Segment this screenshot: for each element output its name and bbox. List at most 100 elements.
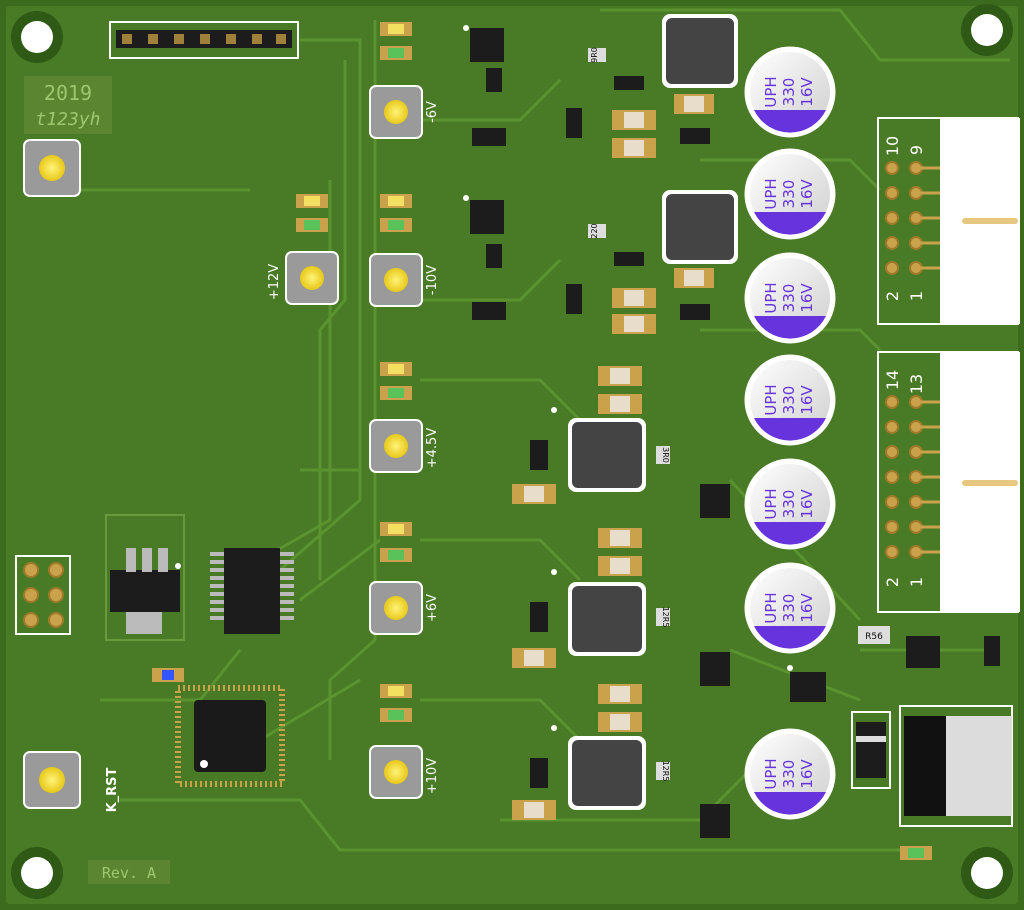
shunt-resistor: R56 — [858, 626, 890, 644]
led-green — [296, 218, 328, 232]
capacitor-voltage: 16V — [798, 593, 816, 623]
indicator-leds — [296, 22, 932, 860]
reset-label: K_RST — [105, 767, 120, 812]
capacitor-voltage: 16V — [798, 489, 816, 519]
led-green — [380, 708, 412, 722]
capacitor-voltage: 16V — [798, 759, 816, 789]
pin-label: 10 — [883, 136, 902, 156]
connector-14pin: 14 13 2 1 — [877, 351, 1020, 613]
pin-label: 1 — [907, 577, 926, 587]
revision-label: Rev. A — [102, 864, 156, 882]
capacitor-series: UPH — [762, 76, 780, 107]
pin-label: 1 — [907, 291, 926, 301]
led-green — [380, 218, 412, 232]
capacitor: UPH 330 16V — [744, 728, 836, 820]
led-yellow — [380, 684, 412, 698]
author-label: t123yh — [35, 109, 100, 130]
inductor: 12R5 — [568, 736, 670, 810]
year-label: 2019 — [44, 81, 92, 105]
capacitor-voltage: 16V — [798, 385, 816, 415]
board-label: 2019 t123yh — [24, 76, 112, 134]
tactile-switch[interactable] — [23, 139, 81, 197]
capacitor: UPH 330 16V — [744, 46, 836, 138]
revision-label-box: Rev. A — [88, 860, 170, 884]
microcontroller-qfp — [175, 685, 285, 787]
inductor-code: R56 — [865, 632, 883, 642]
capacitor-value: 330 — [780, 284, 798, 313]
capacitor: UPH 330 16V — [744, 458, 836, 550]
power-button-plus6v[interactable] — [369, 581, 423, 635]
mounting-hole — [961, 4, 1013, 56]
capacitor: UPH 330 16V — [744, 252, 836, 344]
button-label-minus10v: -10V — [425, 265, 440, 295]
inductor-code: 9R0 — [590, 47, 599, 63]
power-button-plus12v[interactable] — [285, 251, 339, 305]
capacitor-value: 330 — [780, 490, 798, 519]
button-label-minus6v: -6V — [425, 101, 440, 123]
pin-label: 2 — [883, 577, 902, 587]
pin-label: 14 — [883, 370, 902, 390]
capacitor: UPH 330 16V — [744, 148, 836, 240]
inductor-code: 12R5 — [661, 607, 670, 628]
capacitor-value: 330 — [780, 594, 798, 623]
power-button-plus4v5[interactable] — [369, 419, 423, 473]
button-label-plus6v: +6V — [425, 594, 440, 622]
capacitor: UPH 330 16V — [744, 354, 836, 446]
inductor: 220 — [588, 190, 738, 264]
capacitor-voltage: 16V — [798, 179, 816, 209]
smd-passives — [512, 94, 714, 820]
voltage-regulator — [105, 514, 185, 641]
mounting-hole — [11, 847, 63, 899]
power-button-minus10v[interactable] — [369, 253, 423, 307]
test-points — [175, 25, 793, 731]
power-connector — [899, 705, 1013, 827]
connector-10pin: 10 9 2 1 — [877, 117, 1020, 325]
diode — [851, 711, 891, 789]
capacitor-voltage: 16V — [798, 77, 816, 107]
isp-header — [15, 555, 71, 635]
mounting-holes — [11, 4, 1013, 899]
led-yellow — [380, 362, 412, 376]
capacitor-series: UPH — [762, 592, 780, 623]
inductor: 3R0 — [568, 418, 670, 492]
mounting-hole — [11, 11, 63, 63]
led-green — [900, 846, 932, 860]
soic-ic — [210, 548, 294, 634]
led-yellow — [380, 194, 412, 208]
capacitor-series: UPH — [762, 488, 780, 519]
copper-traces — [60, 8, 1010, 852]
power-button-plus10v[interactable] — [369, 745, 423, 799]
capacitor-voltage: 16V — [798, 283, 816, 313]
capacitor-value: 330 — [780, 180, 798, 209]
led-yellow — [296, 194, 328, 208]
capacitor-value: 330 — [780, 386, 798, 415]
capacitor-value: 330 — [780, 760, 798, 789]
button-label-plus10v: +10V — [425, 758, 440, 794]
capacitor: UPH 330 16V — [744, 562, 836, 654]
led-yellow — [380, 522, 412, 536]
button-label-plus4v5: +4.5V — [425, 428, 440, 469]
capacitor-series: UPH — [762, 178, 780, 209]
inductor-code: 220 — [590, 223, 599, 238]
pin-label: 13 — [907, 374, 926, 394]
led-green — [380, 46, 412, 60]
power-button-minus6v[interactable] — [369, 85, 423, 139]
capacitor-series: UPH — [762, 384, 780, 415]
capacitor-value: 330 — [780, 78, 798, 107]
inductor-code: 12R5 — [661, 761, 670, 782]
inductor: 12R5 — [568, 582, 670, 656]
inductor: 9R0 — [588, 14, 738, 88]
electrolytic-capacitors: UPH 330 16V UPH 330 16V UPH 330 16V UPH … — [744, 46, 836, 820]
mounting-hole — [961, 847, 1013, 899]
status-led — [152, 668, 184, 682]
led-green — [380, 548, 412, 562]
led-yellow — [380, 22, 412, 36]
pin-label: 9 — [907, 145, 926, 155]
pin-label: 2 — [883, 291, 902, 301]
capacitor-series: UPH — [762, 282, 780, 313]
reset-switch[interactable] — [23, 751, 81, 809]
inductor-code: 3R0 — [661, 447, 670, 463]
pin-header-top — [109, 21, 299, 59]
button-label-plus12v: +12V — [267, 264, 282, 300]
